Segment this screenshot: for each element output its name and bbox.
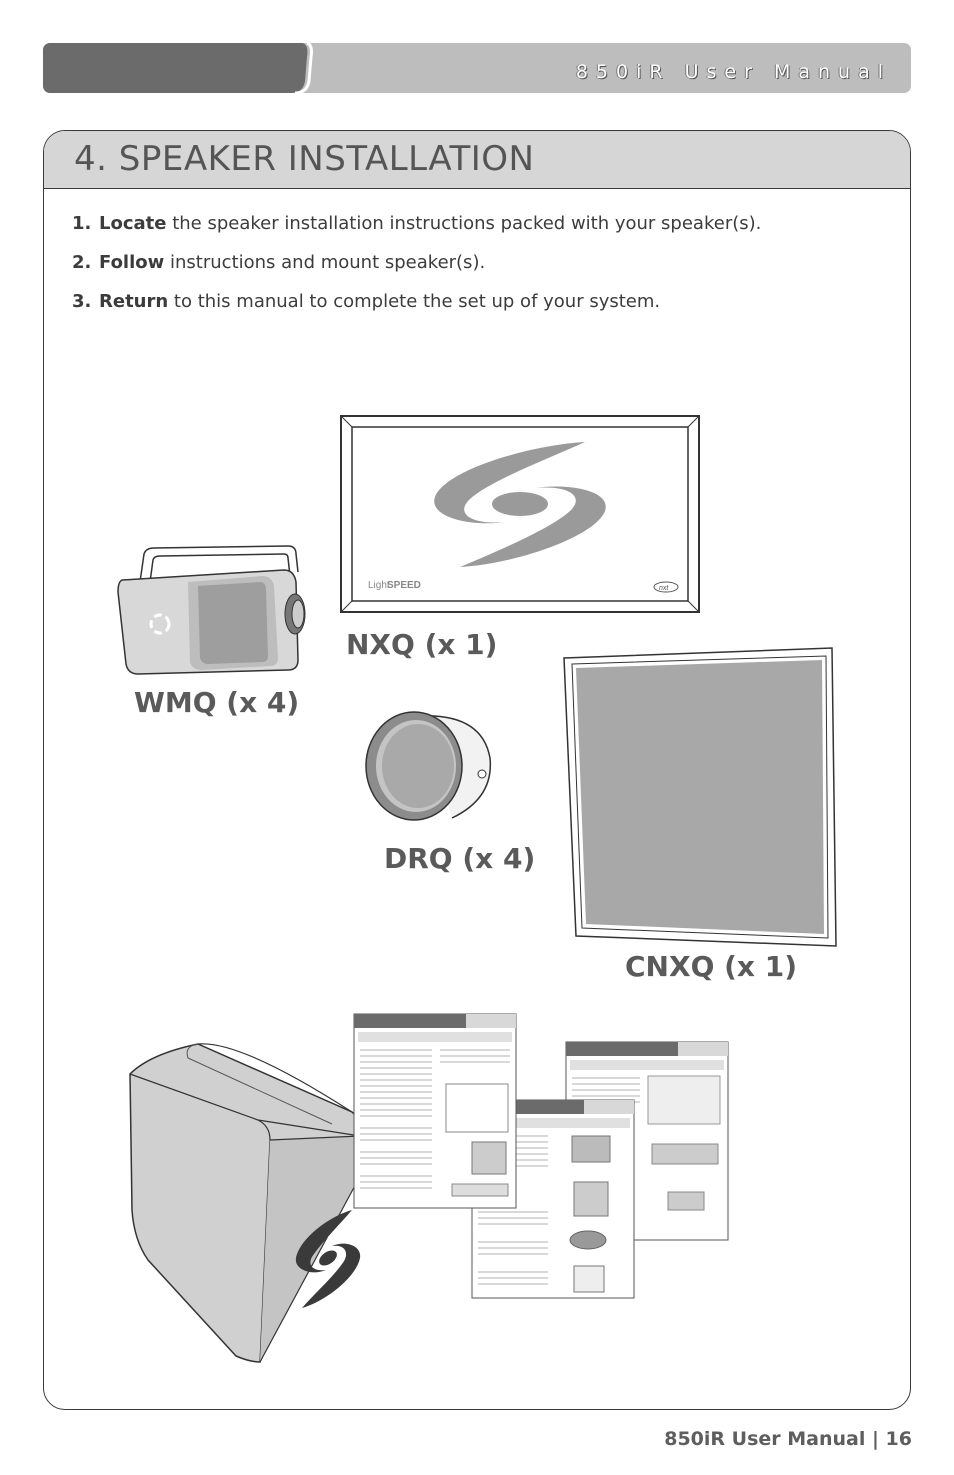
nxq-caption: NXQ (x 1) (346, 628, 498, 661)
wmq-caption: WMQ (x 4) (134, 686, 300, 719)
shipping-box-illustration (129, 1043, 362, 1363)
step-3: 3. Return to this manual to complete the… (72, 288, 762, 316)
brand-bold-text: SPEED (387, 580, 421, 591)
box-logo-icon (295, 1210, 361, 1308)
header-bar: 850iR User Manual (43, 43, 911, 93)
step-body: the speaker installation instructions pa… (172, 213, 762, 234)
step-body: to this manual to complete the set up of… (173, 291, 661, 312)
step-verb: Return (99, 291, 169, 312)
page-footer: 850iR User Manual | 16 (664, 1428, 912, 1450)
nxt-badge-text: nxt (659, 585, 669, 592)
step-1: 1. Locate the speaker installation instr… (72, 210, 762, 238)
cnxq-speaker-illustration (563, 647, 837, 947)
instruction-steps: 1. Locate the speaker installation instr… (72, 210, 762, 327)
brand-light-text: Light (368, 580, 390, 591)
instruction-sheets-illustration (353, 1013, 729, 1299)
step-2: 2. Follow instructions and mount speaker… (72, 249, 762, 277)
step-text: Return to this manual to complete the se… (99, 288, 660, 316)
cnxq-caption: CNXQ (x 1) (625, 950, 798, 983)
header-title: 850iR User Manual (575, 61, 891, 83)
step-verb: Locate (99, 213, 167, 234)
nxq-speaker-illustration: Light SPEED nxt (340, 415, 700, 613)
wmq-speaker-illustration (117, 545, 306, 675)
step-text: Locate the speaker installation instruct… (99, 210, 761, 238)
header-background (43, 43, 911, 93)
section-title: 4. SPEAKER INSTALLATION (74, 139, 535, 179)
step-verb: Follow (99, 252, 165, 273)
drq-caption: DRQ (x 4) (384, 842, 536, 875)
step-number: 3. (72, 291, 92, 312)
step-text: Follow instructions and mount speaker(s)… (99, 249, 485, 277)
step-number: 2. (72, 252, 92, 273)
section-header: 4. SPEAKER INSTALLATION (44, 131, 910, 189)
drq-speaker-illustration (365, 711, 492, 821)
lightspeed-logo-icon (434, 442, 606, 567)
step-number: 1. (72, 213, 92, 234)
step-body: instructions and mount speaker(s). (170, 252, 486, 273)
